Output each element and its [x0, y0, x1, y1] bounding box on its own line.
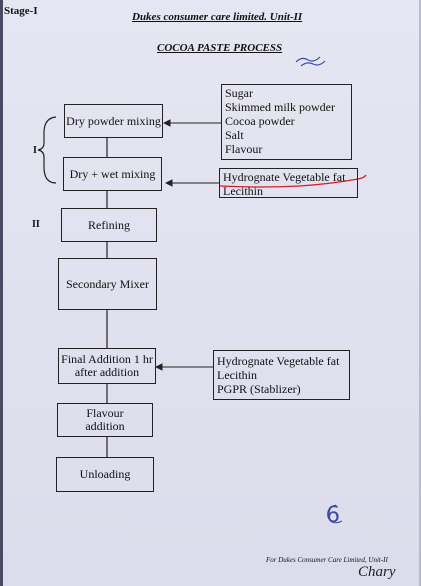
ingredient-item: Skimmed milk powder: [225, 100, 335, 114]
page-number-loop: [327, 504, 343, 524]
step-dry-wet-mixing: Dry + wet mixing: [63, 157, 162, 191]
stage-1-label: I: [33, 145, 37, 156]
red-underline: [219, 174, 367, 188]
step-flavour-addition: Flavour addition: [57, 403, 153, 437]
title-squiggle: [295, 56, 321, 63]
ingredient-item: PGPR (Stablizer): [217, 382, 301, 396]
ingredient-item: Hydrognate Vegetable fat: [223, 170, 346, 184]
ingredients-dry-box: Sugar Skimmed milk powder Cocoa powder S…: [221, 84, 352, 160]
process-title: COCOA PASTE PROCESS: [157, 42, 283, 54]
page-number: 6: [326, 503, 340, 528]
ingredient-item: Flavour: [225, 142, 263, 156]
ingredient-item: Lecithin: [223, 184, 263, 198]
ingredient-item: Hydrognate Vegetable fat: [217, 354, 340, 368]
ingredient-item: Sugar: [225, 86, 253, 100]
company-name: Dukes consumer care limited. Unit-II: [132, 11, 303, 23]
stage-label: Stage-I: [4, 5, 38, 17]
title-squiggle-2: [300, 60, 326, 67]
ingredients-final-box: Hydrognate Vegetable fat Lecithin PGPR (…: [213, 350, 350, 400]
ingredient-item: Cocoa powder: [225, 114, 295, 128]
ingredient-item: Salt: [225, 128, 244, 142]
page-left-edge: [0, 0, 3, 586]
step-secondary-mixer: Secondary Mixer: [58, 258, 157, 310]
ingredient-item: Lecithin: [217, 368, 257, 382]
stage1-brace: [37, 116, 57, 184]
footer-company-stamp: For Dukes Consumer Care Limited, Unit-II: [266, 556, 388, 564]
signature: Chary: [358, 564, 396, 580]
step-dry-powder-mixing: Dry powder mixing: [64, 104, 163, 138]
ingredients-wet-box: Hydrognate Vegetable fat Lecithin: [219, 168, 358, 198]
step-unloading: Unloading: [56, 457, 154, 492]
page-right-edge: [419, 0, 421, 586]
step-refining: Refining: [61, 208, 157, 242]
step-final-addition: Final Addition 1 hr after addition: [58, 348, 156, 384]
stage-2-label: II: [32, 219, 40, 230]
